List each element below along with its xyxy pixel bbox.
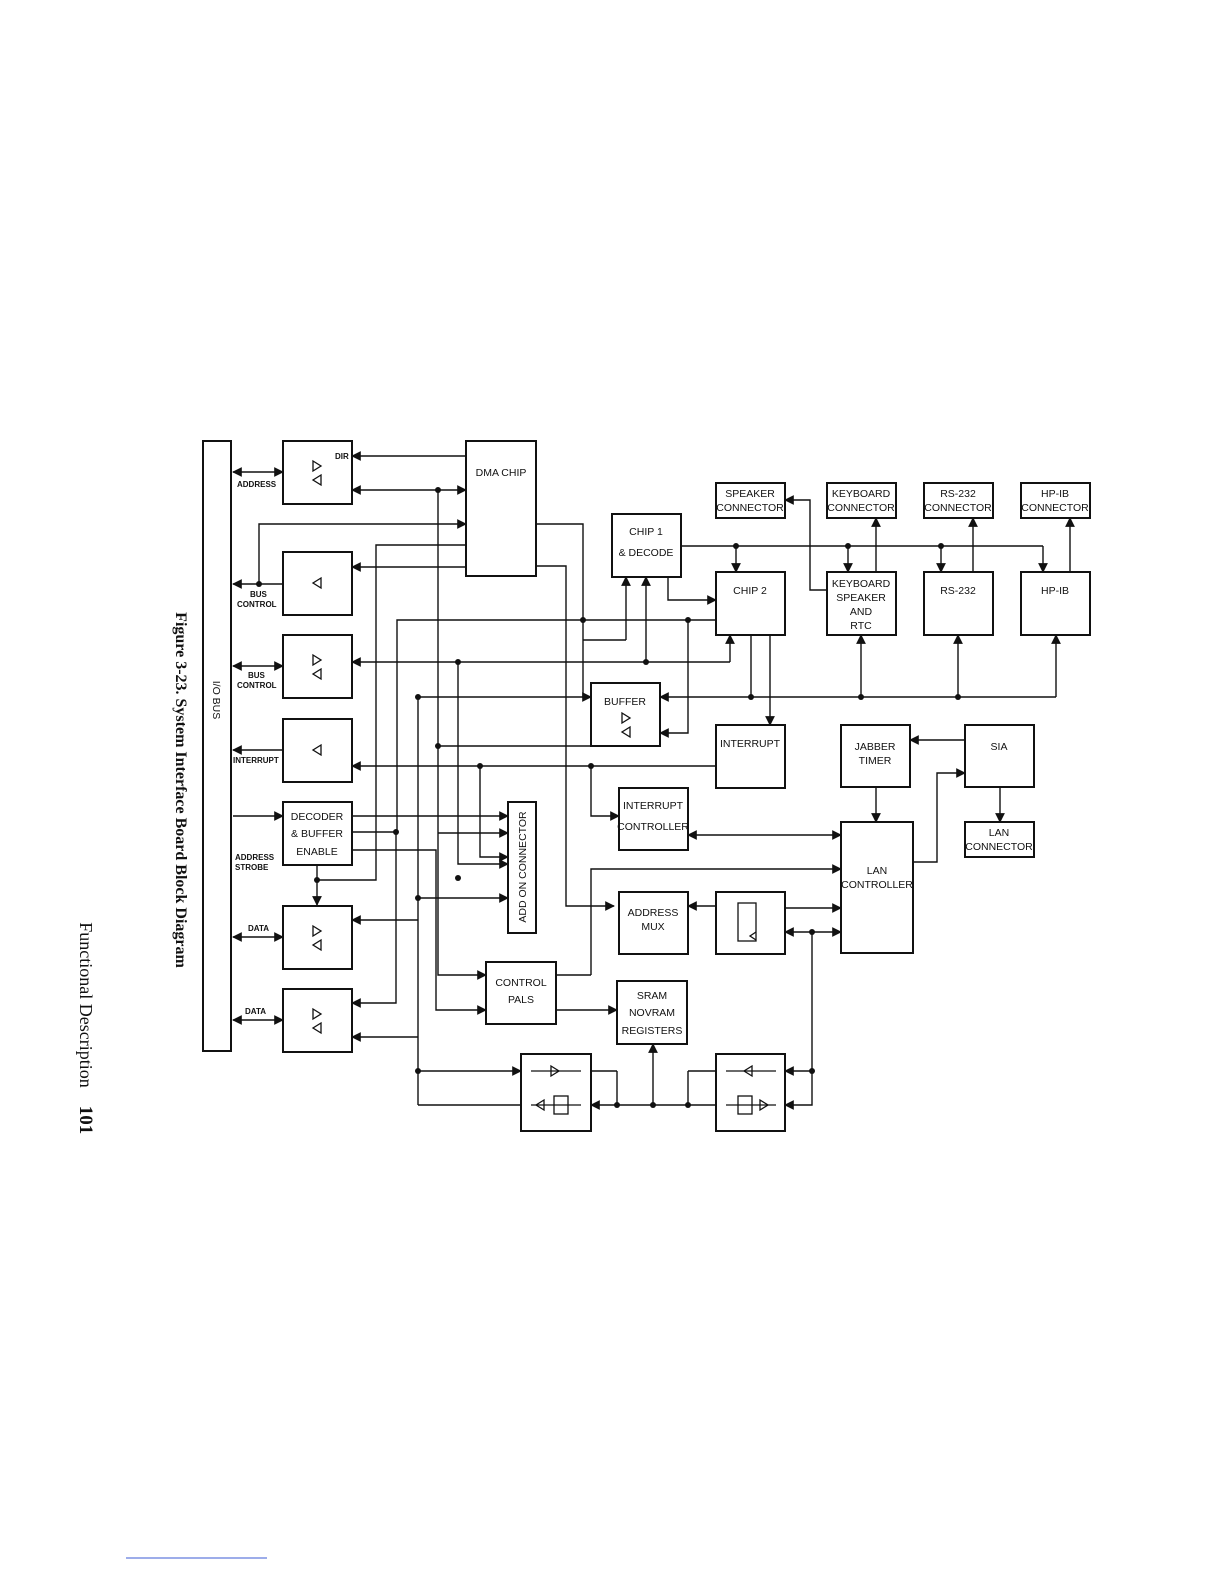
signal-bus-control-2-line1: BUS	[248, 671, 266, 680]
ksr-label-4: RTC	[850, 620, 872, 632]
keyboard-speaker-rtc-block: KEYBOARD SPEAKER AND RTC	[826, 571, 897, 636]
ksr-label-3: AND	[850, 606, 873, 618]
chip1-decode-block: CHIP 1 & DECODE	[611, 513, 682, 578]
rs232-connector-label-1: RS-232	[940, 488, 976, 500]
transceiver-address	[282, 440, 353, 505]
speaker-connector-label-2: CONNECTOR	[716, 502, 784, 514]
chip1-label-1: CHIP 1	[629, 526, 663, 538]
control-pals-block: CONTROL PALS	[485, 961, 557, 1025]
sram-label-2: NOVRAM	[629, 1007, 675, 1019]
keyboard-connector-label-1: KEYBOARD	[832, 488, 891, 500]
signal-bus-control-2-line2: CONTROL	[237, 681, 277, 690]
signal-interrupt: INTERRUPT	[233, 756, 279, 765]
add-on-connector-block: ADD ON CONNECTOR	[507, 801, 537, 934]
chip1-label-2: & DECODE	[619, 547, 674, 559]
jabber-label-2: TIMER	[859, 755, 892, 767]
speaker-connector-label-1: SPEAKER	[725, 488, 775, 500]
footer-section: Functional Description	[76, 922, 96, 1087]
hpib-connector-label-2: CONNECTOR	[1021, 502, 1089, 514]
buffer-block: BUFFER	[590, 682, 661, 747]
keyboard-connector-label-2: CONNECTOR	[827, 502, 895, 514]
signal-address-strobe-line2: STROBE	[235, 863, 269, 872]
io-bus-label: I/O BUS	[210, 681, 222, 720]
dma-chip-label: DMA CHIP	[476, 467, 527, 479]
speaker-connector-block: SPEAKER CONNECTOR	[715, 482, 786, 519]
lan-connector-label-2: CONNECTOR	[965, 841, 1033, 853]
io-bus	[202, 440, 232, 1052]
sram-novram-block: SRAM NOVRAM REGISTERS	[616, 980, 688, 1045]
chip2-label: CHIP 2	[733, 585, 767, 597]
buffer-bus-control-1	[282, 551, 353, 616]
lan-connector-block: LAN CONNECTOR	[964, 821, 1035, 858]
transceiver-data-2	[282, 988, 353, 1053]
sia-block: SIA	[964, 724, 1035, 788]
signal-bus-control-1-line1: BUS	[250, 590, 268, 599]
transceiver-bus-control-2	[282, 634, 353, 699]
sia-label: SIA	[991, 741, 1008, 753]
buffer-label: BUFFER	[604, 696, 646, 708]
sram-label-3: REGISTERS	[622, 1025, 683, 1037]
lan-controller-label-2: CONTROLLER	[841, 879, 913, 891]
lan-controller-block: LAN CONTROLLER	[840, 821, 914, 954]
figure-caption: Figure 3-23. System Interface Board Bloc…	[172, 612, 189, 968]
add-on-connector-label: ADD ON CONNECTOR	[517, 811, 529, 923]
decoder-label-2: & BUFFER	[291, 828, 343, 840]
interrupt-label: INTERRUPT	[720, 738, 781, 750]
control-pals-label-2: PALS	[508, 994, 534, 1006]
lan-controller-label-1: LAN	[867, 865, 887, 877]
signal-address: ADDRESS	[237, 480, 277, 489]
chip2-block: CHIP 2	[715, 571, 786, 636]
page-number: 101	[75, 1106, 96, 1135]
signal-data-2: DATA	[245, 1007, 266, 1016]
interrupt-block: INTERRUPT	[715, 724, 786, 789]
intc-label-1: INTERRUPT	[623, 800, 684, 812]
transceiver-data-1	[282, 905, 353, 970]
signal-address-strobe-line1: ADDRESS	[235, 853, 275, 862]
signal-data-1: DATA	[248, 924, 269, 933]
hpib-connector-block: HP-IB CONNECTOR	[1020, 482, 1091, 519]
keyboard-connector-block: KEYBOARD CONNECTOR	[826, 482, 897, 519]
latch-block	[715, 891, 786, 955]
decoder-label-3: ENABLE	[296, 846, 337, 858]
control-pals-label-1: CONTROL	[495, 977, 546, 989]
bidir-buffer-block-1	[520, 1053, 592, 1132]
intc-label-2: CONTROLLER	[617, 821, 689, 833]
hpib-label: HP-IB	[1041, 585, 1069, 597]
jabber-label-1: JABBER	[855, 741, 896, 753]
decoder-label-1: DECODER	[291, 811, 344, 823]
wires	[232, 451, 1075, 1110]
rs232-label: RS-232	[940, 585, 976, 597]
signal-dir: DIR	[335, 452, 349, 461]
hpib-connector-label-1: HP-IB	[1041, 488, 1069, 500]
sram-label-1: SRAM	[637, 990, 667, 1002]
hpib-block: HP-IB	[1020, 571, 1091, 636]
jabber-timer-block: JABBER TIMER	[840, 724, 911, 788]
interrupt-controller-block: INTERRUPT CONTROLLER	[617, 787, 689, 851]
address-mux-label-2: MUX	[641, 921, 664, 933]
rs232-connector-label-2: CONNECTOR	[924, 502, 992, 514]
rs232-connector-block: RS-232 CONNECTOR	[923, 482, 994, 519]
rs232-block: RS-232	[923, 571, 994, 636]
signal-bus-control-1-line2: CONTROL	[237, 600, 277, 609]
ksr-label-2: SPEAKER	[836, 592, 886, 604]
address-mux-label-1: ADDRESS	[628, 907, 679, 919]
ksr-label-1: KEYBOARD	[832, 578, 891, 590]
lan-connector-label-1: LAN	[989, 827, 1009, 839]
dma-chip-block: DMA CHIP	[465, 440, 537, 577]
buffer-interrupt	[282, 718, 353, 783]
decoder-buffer-enable-block: DECODER & BUFFER ENABLE	[282, 801, 353, 866]
bidir-buffer-block-2	[715, 1053, 786, 1132]
address-mux-block: ADDRESS MUX	[618, 891, 689, 955]
